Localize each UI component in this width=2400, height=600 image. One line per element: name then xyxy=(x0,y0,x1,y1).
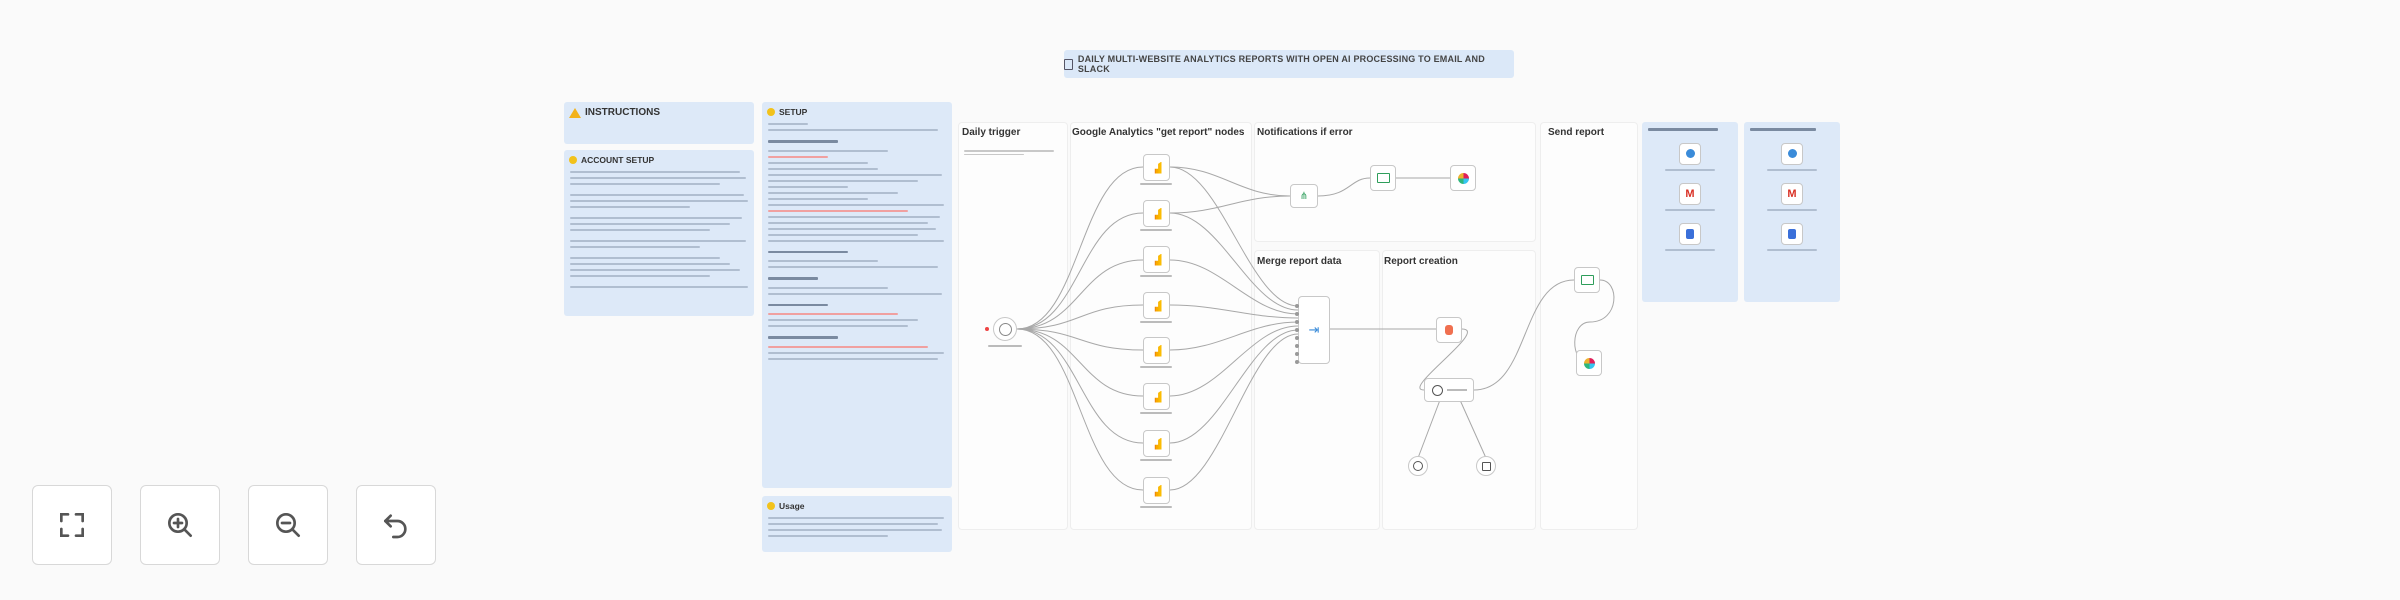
report-prep-node[interactable] xyxy=(1436,317,1462,343)
ga-get-report-node-2[interactable] xyxy=(1143,200,1170,227)
alternatives-panel-1[interactable]: M xyxy=(1642,122,1738,302)
schedule-trigger-node[interactable] xyxy=(993,317,1017,341)
ga-get-report-node-8[interactable] xyxy=(1143,477,1170,504)
ga-get-report-node-7[interactable] xyxy=(1143,430,1170,457)
workflow-title: DAILY MULTI-WEBSITE ANALYTICS REPORTS WI… xyxy=(1064,50,1514,78)
setup-note[interactable]: SETUP xyxy=(762,102,952,488)
ga-nodes-section xyxy=(1070,122,1252,530)
zoom-out-icon xyxy=(276,513,300,537)
openai-icon xyxy=(1431,384,1443,396)
ga-get-report-node-1[interactable] xyxy=(1143,154,1170,181)
merge-icon: ⋔ xyxy=(1299,190,1309,202)
google-analytics-icon xyxy=(1151,161,1162,174)
alt-node-2b[interactable]: M xyxy=(1781,182,1803,205)
report-creation-label: Report creation xyxy=(1384,256,1458,267)
instructions-note[interactable]: INSTRUCTIONS xyxy=(564,102,754,144)
openai-icon xyxy=(1685,149,1695,158)
alt-node-2c[interactable] xyxy=(1781,222,1803,245)
ga-get-report-node-5[interactable] xyxy=(1143,337,1170,364)
ga-get-report-node-6[interactable] xyxy=(1143,383,1170,410)
setup-title: SETUP xyxy=(779,107,808,117)
send-report-label: Send report xyxy=(1548,127,1605,138)
notifications-label: Notifications if error xyxy=(1257,127,1353,138)
parser-icon xyxy=(1481,461,1491,471)
ga-get-report-node-3[interactable] xyxy=(1143,246,1170,273)
schedule-trigger-caption xyxy=(970,345,1040,347)
info-icon xyxy=(569,156,577,164)
daily-trigger-hint xyxy=(964,148,1054,157)
trigger-port xyxy=(985,327,989,331)
google-analytics-icon xyxy=(1151,344,1162,357)
error-merge-node[interactable]: ⋔ xyxy=(1290,184,1318,208)
warning-icon xyxy=(569,107,581,118)
clock-icon xyxy=(998,322,1012,336)
usage-note[interactable]: Usage xyxy=(762,496,952,552)
google-analytics-icon xyxy=(1151,299,1162,312)
ga-nodes-label: Google Analytics "get report" nodes xyxy=(1072,127,1245,138)
undo-button[interactable] xyxy=(356,485,436,565)
google-analytics-icon xyxy=(1151,484,1162,497)
document-icon xyxy=(1064,58,1073,70)
workflow-title-text: DAILY MULTI-WEBSITE ANALYTICS REPORTS WI… xyxy=(1077,54,1485,74)
google-analytics-icon xyxy=(1151,207,1162,220)
openai-icon xyxy=(1413,461,1423,471)
zoom-out-button[interactable] xyxy=(248,485,328,565)
slack-error-node[interactable] xyxy=(1450,165,1476,191)
info-icon xyxy=(767,108,775,116)
alt-node-1b[interactable]: M xyxy=(1679,182,1701,205)
mail-icon xyxy=(1580,275,1594,285)
database-icon xyxy=(1686,228,1694,239)
zoom-in-button[interactable] xyxy=(140,485,220,565)
undo-icon xyxy=(384,514,407,539)
slack-icon xyxy=(1457,172,1469,184)
account-setup-title: ACCOUNT SETUP xyxy=(581,155,655,165)
google-analytics-icon xyxy=(1151,253,1162,266)
slack-icon xyxy=(1583,357,1595,369)
google-analytics-icon xyxy=(1151,390,1162,403)
zoom-in-icon xyxy=(168,513,192,537)
openai-icon xyxy=(1787,149,1797,158)
database-icon xyxy=(1788,228,1796,239)
fit-view-button[interactable] xyxy=(32,485,112,565)
instructions-title: INSTRUCTIONS xyxy=(585,107,660,118)
alt-node-1a[interactable] xyxy=(1679,142,1701,165)
alternatives-panel-2[interactable]: M xyxy=(1744,122,1840,302)
mail-icon xyxy=(1376,173,1390,183)
daily-trigger-label: Daily trigger xyxy=(962,127,1021,138)
slack-send-node[interactable] xyxy=(1576,350,1602,376)
usage-title: Usage xyxy=(779,501,805,511)
alt-node-1c[interactable] xyxy=(1679,222,1701,245)
info-icon xyxy=(767,502,775,510)
merge-report-node[interactable]: ⇥ xyxy=(1298,296,1330,364)
send-report-section xyxy=(1540,122,1638,530)
openai-agent-node[interactable] xyxy=(1424,378,1474,402)
gmail-error-node[interactable] xyxy=(1370,165,1396,191)
openai-model-node[interactable] xyxy=(1408,456,1428,476)
code-icon xyxy=(1445,325,1453,335)
account-setup-note[interactable]: ACCOUNT SETUP xyxy=(564,150,754,316)
gmail-send-node[interactable] xyxy=(1574,267,1600,293)
google-analytics-icon xyxy=(1151,437,1162,450)
gmail-icon: M xyxy=(1685,187,1695,200)
ga-get-report-node-4[interactable] xyxy=(1143,292,1170,319)
fit-view-icon xyxy=(60,513,84,537)
merge-arrow-icon: ⇥ xyxy=(1308,322,1320,337)
gmail-icon: M xyxy=(1787,187,1797,200)
output-parser-node[interactable] xyxy=(1476,456,1496,476)
merge-label: Merge report data xyxy=(1257,256,1342,267)
merge-input-ports xyxy=(1295,304,1299,364)
alt-node-2a[interactable] xyxy=(1781,142,1803,165)
